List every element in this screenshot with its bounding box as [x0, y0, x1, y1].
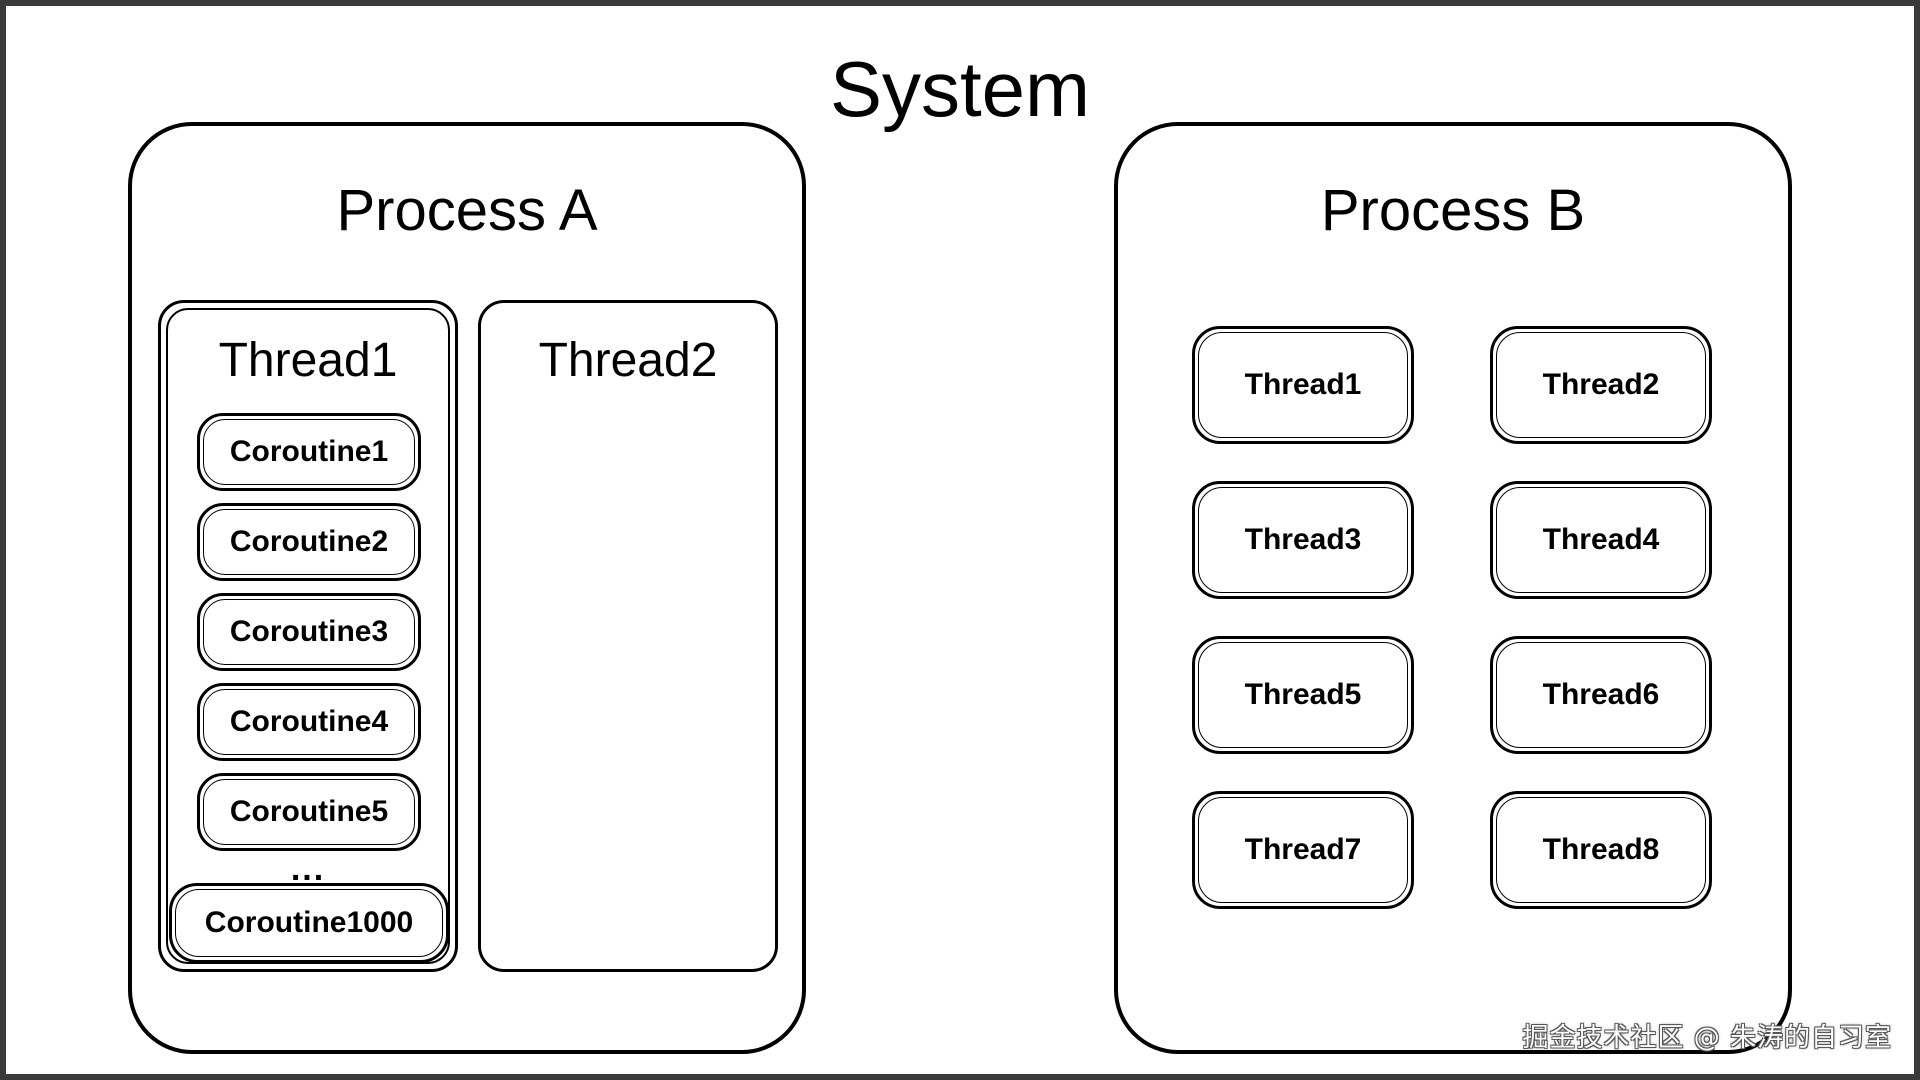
process-b-thread-box: Thread2	[1490, 326, 1712, 444]
coroutine-ellipsis: ...	[290, 850, 326, 888]
process-b-thread-label: Thread1	[1244, 368, 1362, 401]
system-title: System	[829, 45, 1091, 133]
coroutine-box: Coroutine5	[197, 773, 421, 851]
process-b-thread-box: Thread6	[1490, 636, 1712, 754]
process-b-thread-label: Thread5	[1244, 678, 1362, 711]
process-b-thread-box: Thread1	[1192, 326, 1414, 444]
process-a-title: Process A	[336, 178, 598, 243]
coroutine-label: Coroutine3	[229, 615, 389, 648]
process-b-thread-box: Thread8	[1490, 791, 1712, 909]
process-b-thread-label: Thread3	[1244, 523, 1362, 556]
coroutine-label: Coroutine4	[229, 705, 389, 738]
coroutine-label: Coroutine5	[229, 795, 389, 828]
process-a-thread2-box: Thread2	[478, 300, 778, 972]
process-b-thread-label: Thread2	[1542, 368, 1660, 401]
coroutine-box: Coroutine2	[197, 503, 421, 581]
coroutine-label: Coroutine1	[229, 435, 389, 468]
coroutine-label: Coroutine2	[229, 525, 389, 558]
process-b-thread-label: Thread7	[1244, 833, 1362, 866]
process-a-thread2-title: Thread2	[538, 334, 718, 387]
coroutine-last-box: Coroutine1000	[169, 883, 449, 963]
coroutine-box: Coroutine3	[197, 593, 421, 671]
process-b-box: Process B Thread1 Thread2 Thread3 Thread…	[1114, 122, 1792, 1054]
coroutine-box: Coroutine1	[197, 413, 421, 491]
process-a-box: Process A Thread1 Coroutine1 Coroutine2 …	[128, 122, 806, 1054]
process-a-thread1-box: Thread1 Coroutine1 Coroutine2 Coroutine3…	[158, 300, 458, 972]
process-b-thread-box: Thread5	[1192, 636, 1414, 754]
process-b-title: Process B	[1320, 178, 1586, 243]
coroutine-box: Coroutine4	[197, 683, 421, 761]
process-b-thread-box: Thread4	[1490, 481, 1712, 599]
watermark: 掘金技术社区 @ 朱涛的自习室	[1522, 1023, 1892, 1053]
process-b-thread-label: Thread6	[1542, 678, 1660, 711]
process-b-thread-box: Thread3	[1192, 481, 1414, 599]
process-a-thread1-title: Thread1	[218, 334, 398, 387]
process-b-thread-label: Thread4	[1542, 523, 1660, 556]
process-b-thread-box: Thread7	[1192, 791, 1414, 909]
coroutine-last-label: Coroutine1000	[204, 906, 414, 939]
process-b-thread-label: Thread8	[1542, 833, 1660, 866]
